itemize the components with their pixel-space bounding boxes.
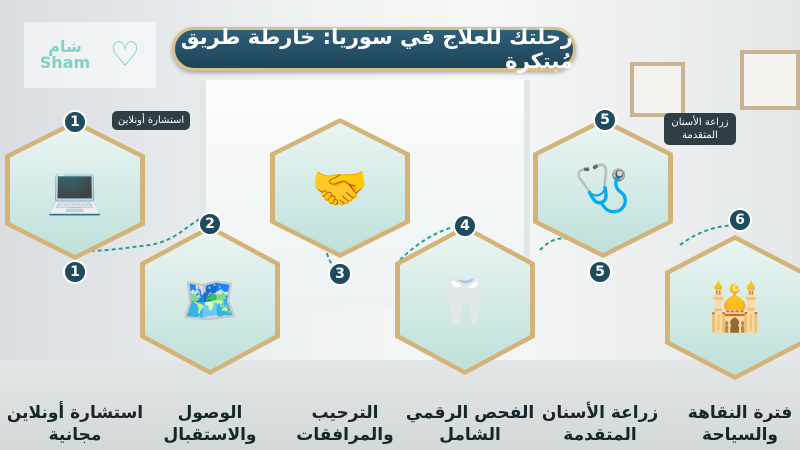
title-banner: رحلتك للعلاج في سوريا: خارطة طريق مُبتكر… [172, 25, 576, 73]
certificate-frame [630, 62, 685, 117]
floor [0, 360, 800, 450]
step-4-hexagon: 🦷 [395, 225, 535, 375]
laptop-consultation-icon: 💻 [10, 125, 140, 255]
dental-surgery-icon: 🩺 [538, 123, 668, 253]
step-6-badge: 6 [728, 208, 752, 232]
step-6-label: فترة النقاهة والسياحة [687, 403, 793, 445]
tourism-recovery-icon: 🕌 [670, 240, 800, 375]
step-2-badge: 2 [198, 212, 222, 236]
page-title: رحلتك للعلاج في سوريا: خارطة طريق مُبتكر… [180, 25, 573, 73]
step-4-badge: 4 [453, 214, 477, 238]
step-5-badge-lower: 5 [588, 260, 612, 284]
step-4-label: الفحص الرقمي الشامل [405, 403, 535, 445]
step-3-label: الترحيب والمرافقات [296, 403, 394, 445]
step-5-label: زراعة الأسنان المتقدمة [541, 403, 659, 445]
step-1-badge: 1 [63, 110, 87, 134]
step-3-hexagon: 🤝 [270, 118, 410, 258]
step-5-badge: 5 [593, 108, 617, 132]
logo-arabic: شام [48, 37, 82, 56]
digital-exam-icon: 🦷 [400, 230, 530, 370]
step-5-tooltip: زراعة الأسنان المتقدمة [664, 113, 736, 145]
step-2-label: الوصول والاستقبال [163, 403, 257, 445]
logo-latin: Sham [39, 53, 91, 72]
map-passport-icon: 🗺️ [145, 230, 275, 370]
certificate-frame [740, 50, 800, 110]
step-1-label: استشارة أونلاين مجانية [6, 403, 144, 445]
reception-welcome-icon: 🤝 [275, 123, 405, 253]
heart-hands-icon: ♡ [109, 35, 141, 75]
step-3-badge: 3 [328, 262, 352, 286]
step-1-tooltip: استشارة أونلاين [112, 111, 191, 130]
step-1-badge-lower: 1 [63, 260, 87, 284]
